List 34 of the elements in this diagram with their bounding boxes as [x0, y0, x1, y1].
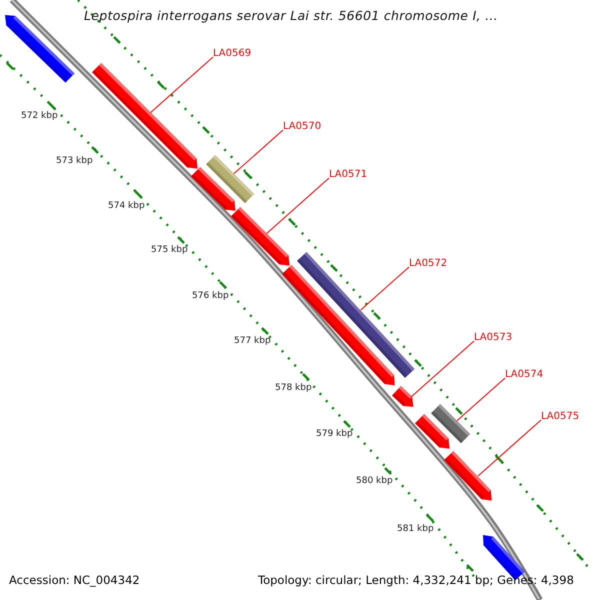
gene-block	[444, 450, 492, 500]
gene-label: LA0573	[474, 331, 512, 344]
scale-label: 581 kbp	[397, 524, 434, 535]
scale-label: 576 kbp	[192, 291, 229, 302]
info-text: Accession: NC_004342	[9, 573, 140, 588]
gene-label: LA0570	[283, 120, 322, 133]
leader-line	[266, 178, 330, 234]
leader-line	[360, 266, 410, 310]
scale-label: 580 kbp	[356, 476, 393, 487]
scale-label: 578 kbp	[275, 383, 312, 394]
gene-label: LA0569	[213, 47, 252, 60]
leader-line	[233, 130, 284, 174]
gene-block	[415, 414, 450, 449]
scale-label: 573 kbp	[56, 156, 93, 167]
gene-label: LA0571	[329, 168, 368, 181]
scale-label: 574 kbp	[108, 201, 145, 212]
info-text: Topology: circular; Length: 4,332,241 bp; Genes: 4,398	[258, 573, 574, 588]
scale-label: 572 kbp	[21, 111, 58, 122]
scale-label: 579 kbp	[316, 429, 353, 440]
gene-block	[392, 386, 413, 407]
leader-line	[410, 340, 474, 398]
leader-line	[150, 56, 214, 113]
leader-line	[478, 420, 542, 476]
scale-label: 577 kbp	[234, 336, 271, 347]
gene-label: LA0572	[409, 257, 448, 270]
gene-block	[231, 207, 290, 266]
gene-block	[5, 15, 75, 83]
scale-label: 575 kbp	[151, 245, 188, 256]
gene-bar	[206, 155, 255, 204]
title: Leptospira interrogans serovar Lai str. 56601 chromosome I, ...	[84, 8, 498, 23]
gene-block	[92, 63, 198, 169]
gene-label: LA0574	[505, 368, 544, 381]
gene-label: LA0575	[541, 410, 580, 423]
leader-line	[456, 378, 506, 422]
